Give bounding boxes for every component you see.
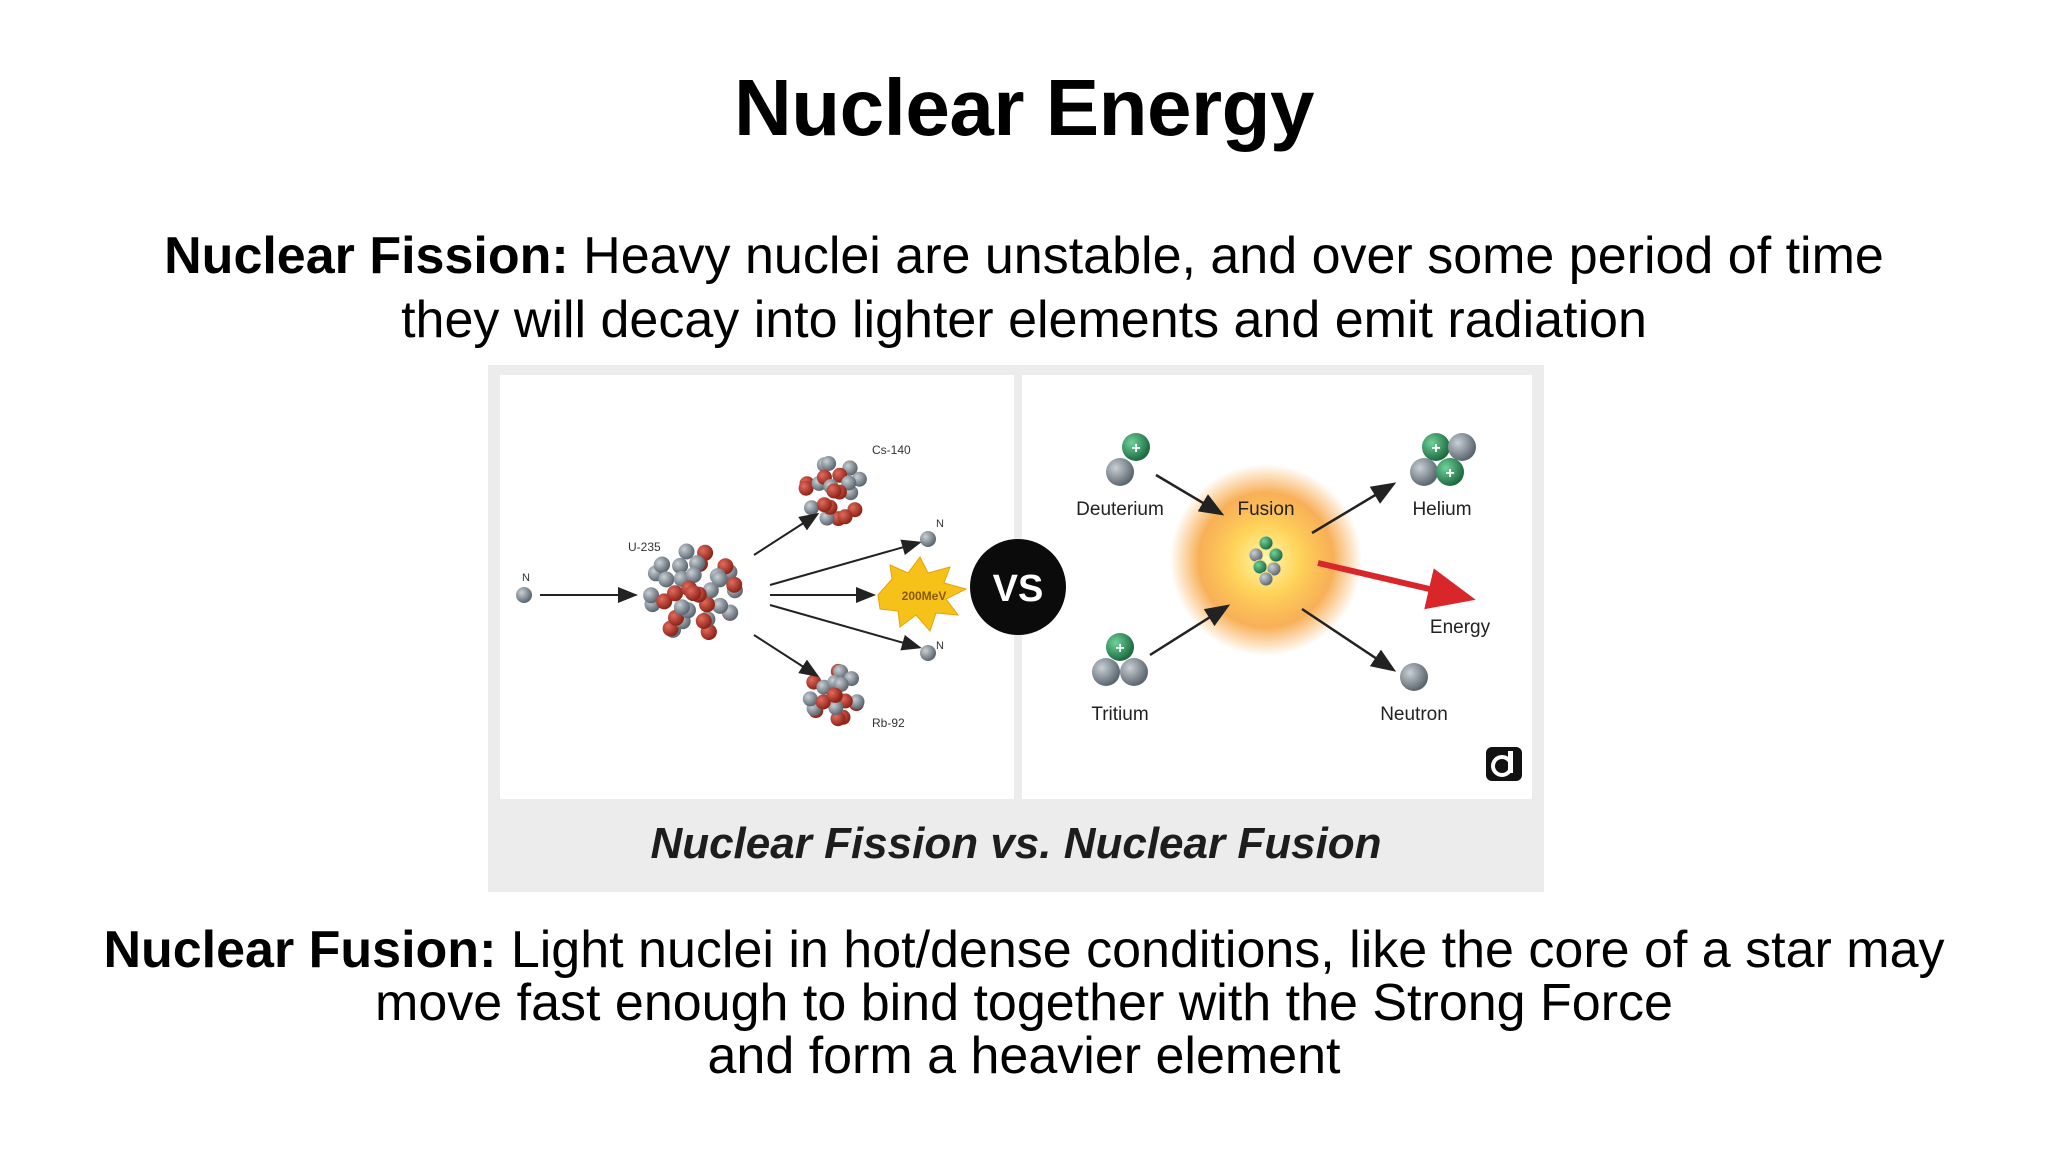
u235-nucleus (643, 543, 743, 640)
helium-proton-2 (1436, 458, 1464, 486)
svg-text:+: + (1115, 640, 1124, 657)
fusion-line-1-text: Light nuclei in hot/dense conditions, li… (496, 921, 1945, 979)
rb92-nucleus (802, 663, 865, 727)
fission-paragraph: Nuclear Fission: Heavy nuclei are unstab… (0, 224, 2048, 352)
emitted-neutron (1400, 663, 1428, 691)
energy-label: Energy (1430, 617, 1491, 638)
fusion-core (1248, 535, 1284, 587)
nucleon (828, 700, 844, 716)
nucleon (695, 613, 712, 629)
vs-badge: VS (970, 539, 1066, 635)
neutron-top (920, 531, 936, 547)
tritium-neutron-1 (1092, 658, 1120, 686)
deuterium-label: Deuterium (1076, 499, 1164, 520)
fission-fusion-diagram: N U-235 Cs-140 Rb-92 N N 200MeV VS (516, 433, 1522, 781)
tritium-label: Tritium (1091, 704, 1148, 725)
nucleon (711, 571, 728, 588)
svg-text:+: + (1445, 465, 1454, 482)
fission-line-2: they will decay into lighter elements an… (401, 291, 1647, 349)
incoming-neutron (516, 587, 532, 603)
rb92-label: Rb-92 (872, 716, 905, 730)
fusion-line-3: and form a heavier element (707, 1027, 1341, 1085)
u235-label: U-235 (628, 540, 661, 554)
neutron-bottom-label: N (936, 640, 944, 652)
helium-proton-1 (1422, 433, 1450, 461)
fusion-paragraph: Nuclear Fusion: Light nuclei in hot/dens… (0, 924, 2048, 1083)
helium-neutron-2 (1410, 458, 1438, 486)
nucleon (821, 456, 837, 471)
fission-line-1: Nuclear Fission: Heavy nuclei are unstab… (0, 224, 2048, 288)
neutron-label: Neutron (1380, 704, 1448, 725)
nucleon (837, 509, 853, 525)
fission-diagram: N U-235 Cs-140 Rb-92 N N 200MeV (516, 443, 968, 730)
energy-arrow (1317, 560, 1476, 610)
arrow-to-rb92 (753, 634, 820, 678)
nucleon (653, 557, 670, 573)
tritium-neutron-2 (1120, 658, 1148, 686)
tritium-proton (1106, 633, 1134, 661)
nucleon (826, 483, 842, 499)
arrow-to-neutron-bottom (769, 604, 922, 651)
arrow-deuterium-to-fusion (1155, 473, 1225, 516)
nucleon (804, 500, 819, 516)
figure-caption: Nuclear Fission vs. Nuclear Fusion (650, 819, 1382, 868)
energy-starburst (877, 556, 968, 632)
nucleon (726, 576, 743, 593)
fission-term: Nuclear Fission: (164, 227, 569, 285)
nucleon (712, 597, 729, 614)
neutron-bottom (920, 645, 936, 661)
nucleon (678, 543, 695, 560)
arrow-tritium-to-fusion (1149, 604, 1231, 657)
fusion-particle (1266, 561, 1282, 577)
fusion-label: Fusion (1237, 499, 1294, 520)
nucleon (816, 497, 832, 513)
fusion-particle (1258, 571, 1274, 587)
nucleon (798, 480, 814, 496)
nucleon (672, 557, 689, 574)
deuterium-neutron (1106, 458, 1134, 486)
neutron-top-label: N (936, 518, 944, 530)
fusion-particle (1258, 535, 1274, 551)
fusion-line-1: Nuclear Fusion: Light nuclei in hot/dens… (0, 924, 2048, 977)
fusion-term: Nuclear Fusion: (103, 921, 497, 979)
fusion-particle (1268, 547, 1284, 563)
helium-label: Helium (1412, 499, 1471, 520)
nucleon (685, 585, 701, 601)
nucleon (685, 567, 702, 583)
fusion-glow (1170, 464, 1362, 656)
fission-line-1-text: Heavy nuclei are unstable, and over some… (568, 227, 1884, 285)
publisher-logo-icon (1486, 747, 1522, 781)
energy-starburst-label: 200MeV (902, 589, 947, 603)
fission-vs-fusion-figure: N U-235 Cs-140 Rb-92 N N 200MeV VS (488, 365, 1544, 892)
arrow-to-neutron-top (769, 539, 922, 586)
nucleon (841, 475, 857, 491)
nucleon (815, 694, 831, 710)
nucleon (673, 599, 690, 616)
nucleon (702, 582, 719, 599)
nucleon (849, 694, 865, 710)
nucleon (658, 571, 675, 588)
vs-label: VS (993, 568, 1044, 610)
cs140-nucleus (798, 456, 867, 527)
nucleon (826, 687, 842, 703)
arrow-to-cs140 (753, 512, 820, 556)
slide-title: Nuclear Energy (734, 63, 1314, 152)
svg-text:+: + (1431, 440, 1440, 457)
deuterium-proton (1122, 433, 1150, 461)
nucleon (667, 585, 683, 602)
nucleon (643, 587, 660, 604)
incoming-neutron-label: N (522, 572, 530, 584)
fusion-line-2: move fast enough to bind together with t… (375, 974, 1673, 1032)
arrow-fusion-to-neutron (1301, 607, 1397, 672)
fusion-diagram: Fusion + Deuterium + Tritium + + Helium (1076, 433, 1522, 781)
nucleon (802, 691, 818, 707)
svg-text:+: + (1131, 440, 1140, 457)
helium-neutron-1 (1448, 433, 1476, 461)
arrow-fusion-to-helium (1311, 482, 1397, 535)
nucleon (830, 711, 846, 727)
cs140-label: Cs-140 (872, 443, 911, 457)
